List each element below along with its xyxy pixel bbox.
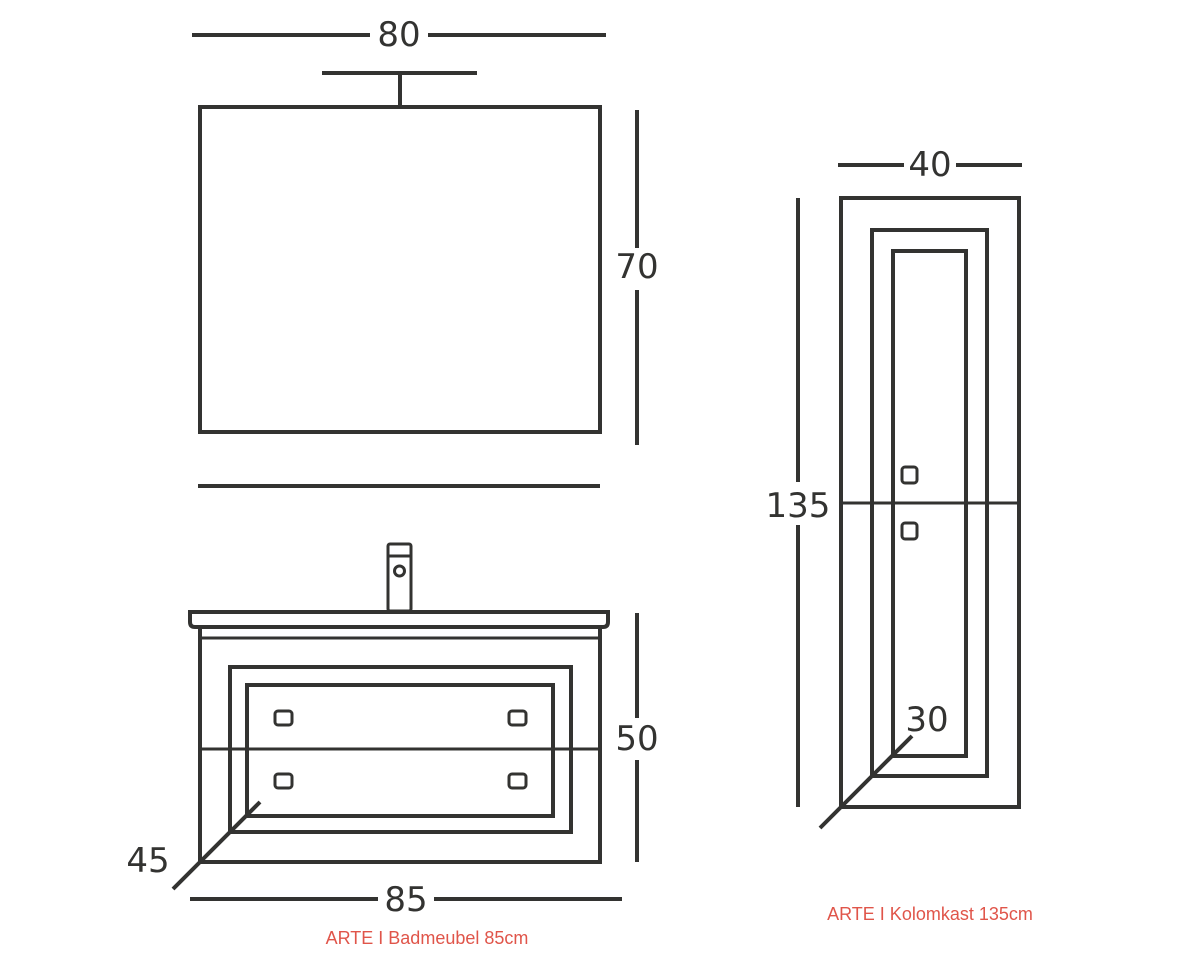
- mirror-height-label: 70: [615, 247, 658, 287]
- faucet-outlet-icon: [393, 564, 406, 578]
- column-height-label: 135: [766, 486, 831, 526]
- column-width-label: 40: [908, 145, 951, 185]
- column-handle-icon: [900, 521, 919, 541]
- drawer-handle-icon: [273, 772, 294, 790]
- column-caption: ARTE I Kolomkast 135cm: [827, 904, 1033, 924]
- drawer-handle-icon: [507, 709, 528, 727]
- column-handle-icon: [900, 465, 919, 485]
- drawer-handle-icon: [273, 709, 294, 727]
- column-drawing: 40 135 30 ARTE I Kolomkast 135cm: [766, 145, 1033, 924]
- column-depth-label: 30: [905, 700, 948, 740]
- vanity-cabinet: [198, 625, 602, 864]
- mirror-width-label: 80: [377, 15, 420, 55]
- vanity-width-label: 85: [384, 880, 427, 920]
- drawer-handle-icon: [507, 772, 528, 790]
- basin-top: [188, 610, 610, 629]
- vanity-drawing: 45 50 85 ARTE I Badmeubel 85cm: [126, 484, 659, 948]
- vanity-height-label: 50: [615, 719, 658, 759]
- mirror-frame: [198, 105, 602, 434]
- vanity-depth-label: 45: [126, 841, 169, 881]
- vanity-depth-line: [171, 800, 262, 891]
- column-depth-line: [818, 734, 914, 830]
- vanity-caption: ARTE I Badmeubel 85cm: [326, 928, 529, 948]
- mirror-drawing: 80 70: [192, 15, 659, 445]
